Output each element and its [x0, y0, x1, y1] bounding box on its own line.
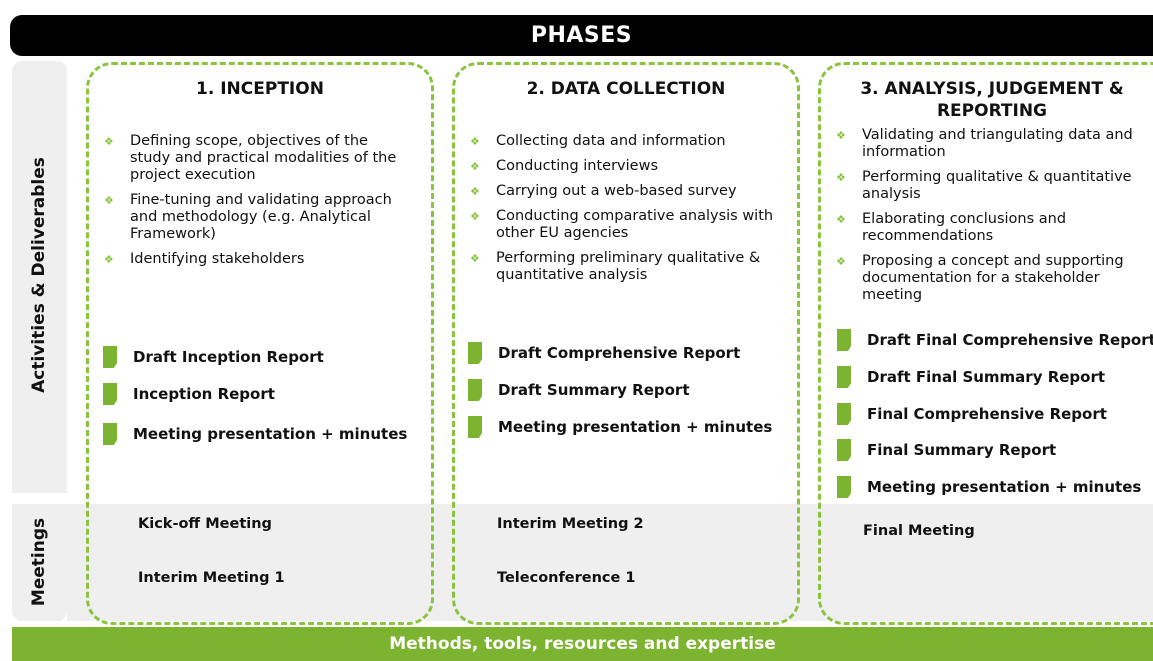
document-icon	[837, 439, 851, 461]
diamond-bullet-icon: ❖	[470, 185, 480, 198]
diamond-bullet-icon: ❖	[104, 194, 114, 207]
activity-text: Proposing a concept and supporting docum…	[862, 253, 1124, 303]
document-icon	[468, 416, 482, 438]
phase-title: 2. DATA COLLECTION	[455, 78, 797, 100]
deliverable-item: Final Comprehensive Report	[837, 403, 1107, 425]
deliverable-item: Meeting presentation + minutes	[468, 416, 772, 438]
phase-inception: 1. INCEPTION ❖ Defining scope, objectives…	[86, 62, 434, 625]
document-icon	[103, 346, 117, 368]
deliverable-text: Meeting presentation + minutes	[867, 478, 1142, 496]
diamond-bullet-icon: ❖	[470, 210, 480, 223]
phase-title-line: REPORTING	[936, 101, 1048, 121]
meeting-item: Final Meeting	[863, 523, 975, 539]
phase-title-line: 2. DATA COLLECTION	[526, 79, 726, 99]
activity-text: Carrying out a web-based survey	[496, 183, 737, 199]
diamond-bullet-icon: ❖	[836, 129, 846, 142]
list-item: ❖ Defining scope, objectives of the study…	[104, 133, 409, 184]
activity-text: Defining scope, objectives of the study …	[130, 133, 397, 183]
activities-list: ❖ Collecting data and information ❖ Conduc…	[470, 133, 788, 292]
deliverable-text: Draft Summary Report	[498, 381, 690, 399]
deliverable-text: Draft Inception Report	[133, 348, 324, 366]
diamond-bullet-icon: ❖	[836, 255, 846, 268]
phase-analysis-judgement-reporting: 3. ANALYSIS, JUDGEMENT & REPORTING ❖ Vali…	[818, 62, 1153, 625]
activity-text: Collecting data and information	[496, 133, 726, 149]
list-item: ❖ Proposing a concept and supporting docu…	[836, 253, 1153, 304]
diamond-bullet-icon: ❖	[836, 213, 846, 226]
list-item: ❖ Collecting data and information	[470, 133, 788, 150]
phases-header: PHASES	[10, 15, 1153, 56]
list-item: ❖ Performing qualitative & quantitative a…	[836, 169, 1153, 203]
list-item: ❖ Validating and triangulating data and i…	[836, 127, 1153, 161]
activity-text: Elaborating conclusions and recommendati…	[862, 211, 1067, 244]
phase-data-collection: 2. DATA COLLECTION ❖ Collecting data and …	[452, 62, 800, 625]
deliverable-item: Draft Final Summary Report	[837, 366, 1105, 388]
activities-list: ❖ Validating and triangulating data and i…	[836, 127, 1153, 312]
deliverable-item: Meeting presentation + minutes	[837, 476, 1141, 498]
meetings-row-label: Meetings	[29, 517, 49, 607]
deliverable-text: Final Summary Report	[867, 441, 1057, 459]
diamond-bullet-icon: ❖	[470, 135, 480, 148]
activity-text: Conducting comparative analysis with oth…	[496, 208, 774, 241]
document-icon	[103, 423, 117, 445]
phase-title: 1. INCEPTION	[89, 78, 431, 100]
document-icon	[837, 366, 851, 388]
meeting-item: Teleconference 1	[497, 570, 636, 586]
activity-text: Conducting interviews	[496, 158, 658, 174]
document-icon	[837, 476, 851, 498]
deliverable-item: Draft Summary Report	[468, 379, 689, 401]
list-item: ❖ Performing preliminary qualitative & qu…	[470, 250, 788, 284]
phase-title-line: 3. ANALYSIS, JUDGEMENT &	[860, 79, 1124, 99]
deliverable-item: Draft Inception Report	[103, 346, 324, 368]
activities-row-label: Activities & Deliverables	[29, 157, 49, 393]
deliverable-text: Draft Comprehensive Report	[498, 344, 741, 362]
diamond-bullet-icon: ❖	[836, 171, 846, 184]
document-icon	[468, 342, 482, 364]
deliverable-text: Inception Report	[133, 385, 275, 403]
meeting-item: Kick-off Meeting	[138, 516, 272, 532]
document-icon	[837, 329, 851, 351]
deliverable-item: Draft Final Comprehensive Report	[837, 329, 1153, 351]
activities-list: ❖ Defining scope, objectives of the study…	[104, 133, 409, 276]
phase-title: 3. ANALYSIS, JUDGEMENT & REPORTING	[833, 78, 1151, 122]
activities-row-label-panel: Activities & Deliverables	[12, 61, 67, 493]
deliverable-item: Final Summary Report	[837, 439, 1056, 461]
list-item: ❖ Elaborating conclusions and recommendat…	[836, 211, 1153, 245]
deliverable-item: Inception Report	[103, 383, 275, 405]
deliverable-text: Draft Final Comprehensive Report	[867, 331, 1153, 349]
list-item: ❖ Carrying out a web-based survey	[470, 183, 788, 200]
deliverable-text: Final Comprehensive Report	[867, 405, 1107, 423]
diamond-bullet-icon: ❖	[470, 160, 480, 173]
meetings-band	[67, 504, 1153, 621]
activity-text: Validating and triangulating data and in…	[862, 127, 1133, 160]
list-item: ❖ Conducting interviews	[470, 158, 788, 175]
deliverable-item: Meeting presentation + minutes	[103, 423, 407, 445]
activity-text: Fine-tuning and validating approach and …	[130, 192, 392, 242]
activity-text: Performing qualitative & quantitative an…	[862, 169, 1132, 202]
activity-text: Performing preliminary qualitative & qua…	[496, 250, 761, 283]
phase-title-line: 1. INCEPTION	[196, 79, 324, 99]
list-item: ❖ Conducting comparative analysis with ot…	[470, 208, 788, 242]
deliverable-text: Draft Final Summary Report	[867, 368, 1106, 386]
deliverable-text: Meeting presentation + minutes	[498, 418, 773, 436]
list-item: ❖ Identifying stakeholders	[104, 251, 409, 268]
diamond-bullet-icon: ❖	[470, 252, 480, 265]
activity-text: Identifying stakeholders	[130, 251, 305, 267]
meeting-item: Interim Meeting 2	[497, 516, 644, 532]
deliverable-text: Meeting presentation + minutes	[133, 425, 408, 443]
meeting-item: Interim Meeting 1	[138, 570, 285, 586]
meetings-row-label-panel: Meetings	[12, 504, 67, 621]
document-icon	[468, 379, 482, 401]
document-icon	[103, 383, 117, 405]
document-icon	[837, 403, 851, 425]
diamond-bullet-icon: ❖	[104, 135, 114, 148]
diamond-bullet-icon: ❖	[104, 253, 114, 266]
methods-footer-bar: Methods, tools, resources and expertise	[12, 627, 1153, 661]
deliverable-item: Draft Comprehensive Report	[468, 342, 740, 364]
list-item: ❖ Fine-tuning and validating approach and…	[104, 192, 409, 243]
